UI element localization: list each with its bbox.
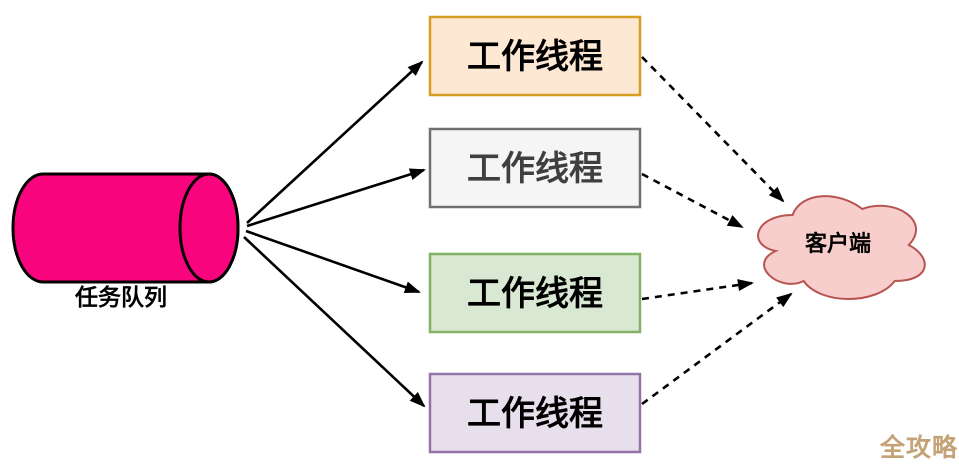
solid-arrow-to-worker-1 xyxy=(246,60,424,224)
worker-box-4 xyxy=(428,372,642,454)
client-cloud xyxy=(757,195,926,300)
worker-label-2: 工作线程 xyxy=(467,149,603,189)
worker-box-3 xyxy=(428,252,642,334)
worker-node-1: 工作线程 xyxy=(428,15,642,97)
client-node: 客户端 xyxy=(757,195,926,300)
watermark-text: 全攻略 xyxy=(879,433,958,462)
worker-node-3: 工作线程 xyxy=(428,252,642,334)
worker-node-2: 工作线程 xyxy=(428,127,642,209)
task-queue-node: 任务队列 xyxy=(11,172,240,311)
dashed-arrow-worker-2-to-client xyxy=(641,172,744,229)
cylinder-end-cap xyxy=(178,172,240,284)
solid-arrow-to-worker-4 xyxy=(243,236,426,408)
worker-label-4: 工作线程 xyxy=(467,394,603,434)
solid-edges xyxy=(243,60,426,408)
task-queue-label: 任务队列 xyxy=(74,284,167,311)
solid-arrow-to-worker-3 xyxy=(245,229,421,294)
dashed-edges xyxy=(641,56,793,406)
worker-label-1: 工作线程 xyxy=(467,37,603,77)
worker-label-3: 工作线程 xyxy=(467,274,603,314)
solid-arrow-to-worker-2 xyxy=(246,168,426,228)
worker-box-1 xyxy=(428,15,642,97)
dashed-arrow-worker-1-to-client xyxy=(641,56,785,203)
dashed-arrow-worker-4-to-client xyxy=(641,292,793,406)
worker-box-2 xyxy=(428,127,642,209)
dashed-arrow-worker-3-to-client xyxy=(641,279,754,301)
worker-node-4: 工作线程 xyxy=(428,372,642,454)
client-label: 客户端 xyxy=(805,231,871,257)
